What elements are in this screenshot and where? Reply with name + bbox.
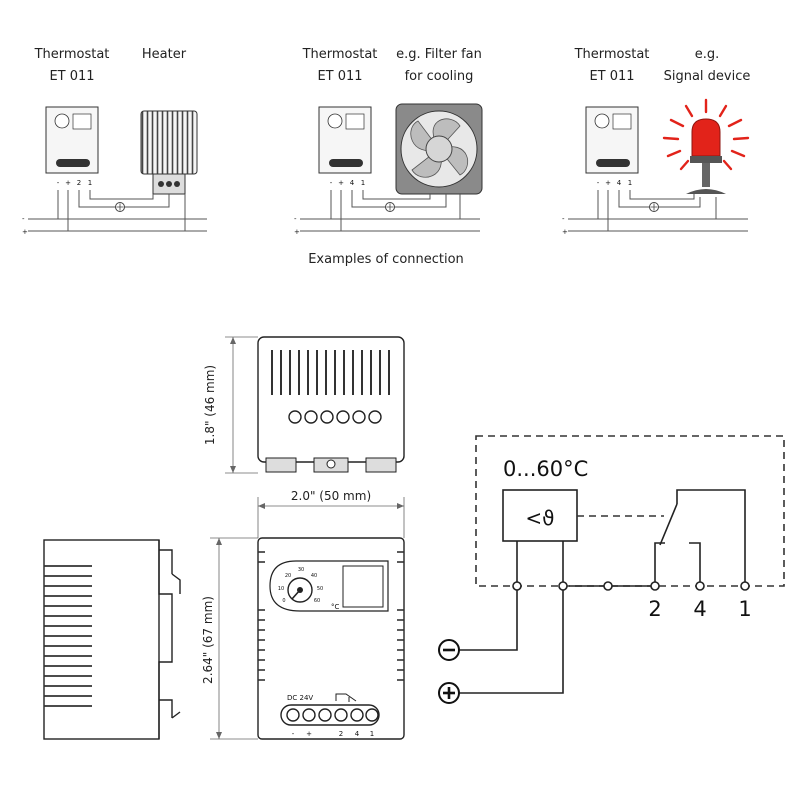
supply-minus-label: - <box>294 215 297 223</box>
wiring <box>28 190 207 232</box>
top-terminal-holes <box>288 410 382 424</box>
terminal-label: 4 <box>355 730 360 738</box>
controller-box <box>502 489 578 542</box>
terminal-label: 4 <box>350 179 355 187</box>
supply-minus-label: - <box>22 215 25 223</box>
schematic-wiring <box>458 489 746 694</box>
dial-scale-label: 50 <box>317 586 323 592</box>
label-window <box>342 565 384 608</box>
terminal-label: 4 <box>693 597 706 621</box>
supply-plus-label: + <box>562 228 568 236</box>
terminal-label: - <box>330 179 333 187</box>
thermostat-label-line2: ET 011 <box>589 69 634 84</box>
dial-scale-label: 40 <box>311 573 317 579</box>
top-view: 1.8" (46 mm) <box>203 336 405 474</box>
wiring <box>568 190 748 232</box>
controller-symbol: <ϑ <box>525 506 554 530</box>
terminal-label: - <box>597 179 600 187</box>
relay-symbol <box>335 693 357 702</box>
dial-icon <box>327 113 343 129</box>
supply-minus-label: - <box>562 215 565 223</box>
terminal-label: 2 <box>339 730 343 738</box>
fan-label-line2: for cooling <box>405 69 474 84</box>
dimension-lines <box>225 336 258 474</box>
dimension-height-side: 1.8" (46 mm) <box>203 365 217 445</box>
signal-lamp-icon <box>662 98 750 194</box>
signal-label-line2: Signal device <box>664 69 751 84</box>
thermostat-label-line1: Thermostat <box>574 47 650 62</box>
circuit-schematic: 0...60°C <ϑ 2 4 1 <box>438 435 785 704</box>
thermostat-label-line2: ET 011 <box>49 69 94 84</box>
dial-scale-label: 10 <box>278 586 284 592</box>
plus-terminal-icon <box>438 682 460 704</box>
dial-scale-label: 20 <box>285 573 291 579</box>
dial-scale-label: 0 <box>282 598 285 604</box>
top-vent-slots <box>271 350 390 395</box>
terminal-screws <box>286 708 379 722</box>
terminal-labels: - + 4 1 <box>330 179 366 187</box>
dial-icon <box>594 113 610 129</box>
thermostat-label-line1: Thermostat <box>302 47 378 62</box>
schematic-terminals <box>512 581 750 591</box>
minus-terminal-icon <box>438 639 460 661</box>
side-view <box>43 539 181 740</box>
heater-label: Heater <box>142 47 187 62</box>
fan-icon <box>395 103 483 195</box>
example-fan: Thermostat ET 011 e.g. Filter fan for co… <box>294 47 483 236</box>
fan-label-line1: e.g. Filter fan <box>396 47 482 62</box>
signal-label-line1: e.g. <box>695 47 720 62</box>
unit-label: °C <box>331 603 340 611</box>
terminal-label: 1 <box>628 179 632 187</box>
dial-scale-label: 60 <box>314 598 320 604</box>
terminal-label: 1 <box>370 730 374 738</box>
terminal-label: + <box>65 179 71 187</box>
terminal-labels: - + 2 1 <box>57 179 93 187</box>
temperature-range: 0...60°C <box>503 457 588 481</box>
heater-device <box>140 110 198 195</box>
dial-scale-label: 30 <box>298 567 304 573</box>
terminal-label: 1 <box>738 597 751 621</box>
thermostat-unit <box>585 106 639 174</box>
terminal-label: + <box>605 179 611 187</box>
example-signal-device: Thermostat ET 011 e.g. Signal device - +… <box>562 47 750 236</box>
caption-examples-of-connection: Examples of connection <box>308 252 464 267</box>
dimension-height-front: 2.64" (67 mm) <box>201 596 215 684</box>
terminal-label: 1 <box>361 179 365 187</box>
dial-icon <box>54 113 70 129</box>
top-clips <box>265 457 397 473</box>
terminal-label: 2 <box>77 179 81 187</box>
thermostat-unit <box>45 106 99 174</box>
terminal-label: 2 <box>648 597 661 621</box>
example-heater: Thermostat ET 011 Heater - + 2 1 <box>22 47 207 236</box>
dimension-lines <box>210 497 405 740</box>
front-terminal-labels: - + 2 4 1 <box>292 730 375 738</box>
terminal-label: + <box>338 179 344 187</box>
supply-plus-label: + <box>22 228 28 236</box>
terminal-label: - <box>57 179 60 187</box>
front-side-grooves <box>258 551 404 681</box>
thermostat-label-line1: Thermostat <box>34 47 110 62</box>
terminal-labels: - + 4 1 <box>597 179 633 187</box>
terminal-label: 1 <box>88 179 92 187</box>
dial-scale: 0 10 20 30 40 50 60 <box>278 567 323 604</box>
thermostat-unit <box>318 106 372 174</box>
thermostat-label-line2: ET 011 <box>317 69 362 84</box>
terminal-label: - <box>292 730 295 738</box>
side-vent-slots <box>44 565 92 707</box>
terminal-label: + <box>306 730 312 738</box>
din-rail-clip <box>158 540 181 739</box>
terminal-label: 4 <box>617 179 622 187</box>
wiring <box>300 190 480 232</box>
dimension-width-front: 2.0" (50 mm) <box>291 489 371 503</box>
supply-plus-label: + <box>294 228 300 236</box>
front-view: 2.0" (50 mm) 2.64" (67 mm) 0 10 20 30 40… <box>201 489 405 740</box>
supply-voltage-label: DC 24V <box>287 694 313 702</box>
